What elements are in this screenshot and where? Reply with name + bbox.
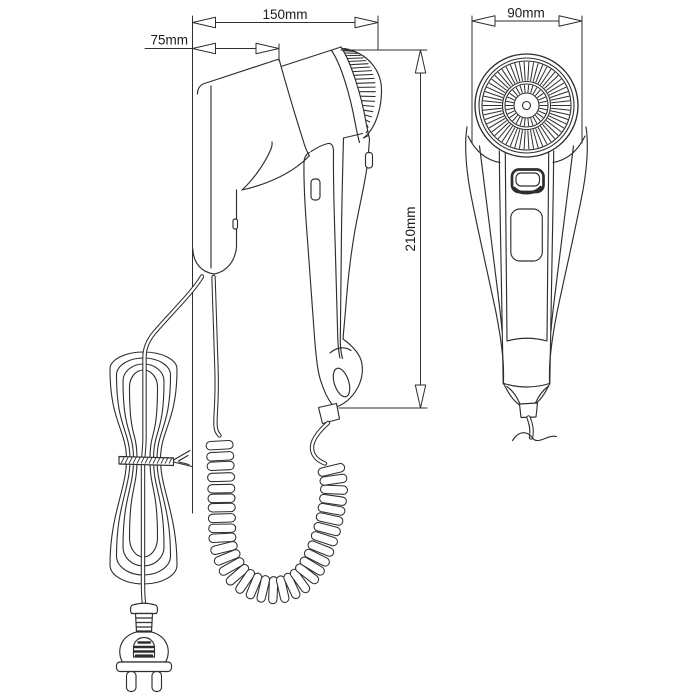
shell-seam-left	[478, 145, 503, 332]
plug-window-ribs	[133, 641, 155, 657]
cords	[109, 274, 349, 610]
funnel-top-arc	[503, 382, 551, 388]
panel-bottom-arc	[506, 337, 548, 342]
power-switch-rocker	[515, 172, 541, 187]
hanging-loop-hole	[332, 367, 351, 398]
bracket-bottom-edge	[241, 155, 310, 191]
shell-right-edge	[548, 126, 588, 385]
power-plug	[115, 602, 173, 693]
dim-90-label: 90mm	[507, 6, 545, 21]
grille-fins	[482, 61, 571, 150]
bracket-opening-curve	[241, 141, 273, 191]
rear-view: 90mm	[465, 6, 588, 442]
dim-90-extensions	[471, 15, 583, 144]
barrel-rim-seam	[330, 49, 361, 144]
intake-dome-outline	[343, 47, 383, 139]
dryer-barrel-side	[280, 46, 383, 144]
label-plate	[510, 208, 543, 262]
dim-150-label: 150mm	[262, 7, 307, 22]
loop-boss-seam	[329, 347, 352, 354]
arrowhead	[414, 49, 427, 74]
shoulder-seams	[467, 135, 586, 164]
handset-cord-lead	[309, 420, 331, 466]
plug-pin-left	[125, 670, 137, 693]
shell-seam-right	[550, 145, 575, 332]
cable-tie-ends	[172, 449, 193, 468]
panel-left-edge	[498, 150, 504, 385]
panel-right-edge	[549, 150, 555, 385]
cable-bundle-loops	[109, 351, 178, 585]
plug-pin-right	[151, 670, 163, 693]
coiled-cord	[205, 439, 349, 605]
arrowhead	[192, 16, 216, 29]
grille-rings	[474, 53, 579, 158]
plug-window	[132, 636, 156, 658]
arrowhead	[558, 15, 583, 27]
switch-shadow	[512, 185, 543, 195]
cord-boot	[518, 402, 539, 419]
dryer-body-rear	[465, 126, 588, 442]
intake-dome-hatch	[341, 47, 376, 139]
barrel-top-edge	[280, 46, 342, 68]
bracket-right-edge	[278, 58, 311, 157]
dimension-lines-side: 150mm 75mm 210mm	[144, 7, 428, 514]
dim-75-label: 75mm	[150, 33, 188, 48]
funnel-inner-cone	[506, 385, 549, 405]
arrowhead	[414, 384, 427, 409]
cable-tie	[118, 449, 193, 468]
plug-flare	[129, 602, 159, 615]
dimension-lines-rear: 90mm	[471, 6, 583, 144]
handle-front-edge	[303, 151, 333, 406]
dim-210-label: 210mm	[403, 206, 418, 251]
cable-tie-hatch	[120, 456, 173, 464]
arrowhead	[471, 15, 496, 27]
arrowhead	[354, 16, 379, 29]
intake-grille	[474, 53, 579, 158]
bracket-cup	[192, 189, 238, 275]
handle-rear-edge	[342, 138, 371, 340]
barrel-rim-edge	[340, 46, 371, 140]
handle-front-contour	[310, 142, 341, 359]
arrowhead	[192, 42, 216, 55]
handle-rear-contour	[339, 137, 345, 360]
shell-left-edge	[465, 126, 505, 385]
handle-side	[303, 137, 374, 425]
wall-bracket	[192, 58, 311, 275]
cord-strain-relief	[317, 402, 341, 425]
bracket-top-edge	[196, 58, 280, 95]
handle-latch-detail	[310, 178, 321, 201]
barrel-underside-line	[342, 132, 364, 139]
plug-neck-ribs	[135, 617, 153, 632]
panel-right-inner	[546, 152, 550, 341]
break-line	[511, 432, 558, 442]
panel-left-inner	[504, 152, 508, 341]
mains-cord	[140, 274, 205, 610]
bracket-clip-detail	[232, 218, 239, 230]
arrowhead	[255, 42, 280, 55]
side-view: 150mm 75mm 210mm	[109, 7, 428, 693]
hanging-loop-boss	[336, 338, 363, 408]
hanger-tab	[364, 151, 374, 169]
coil-cord-lead	[211, 274, 222, 438]
plug-flange	[115, 661, 173, 673]
